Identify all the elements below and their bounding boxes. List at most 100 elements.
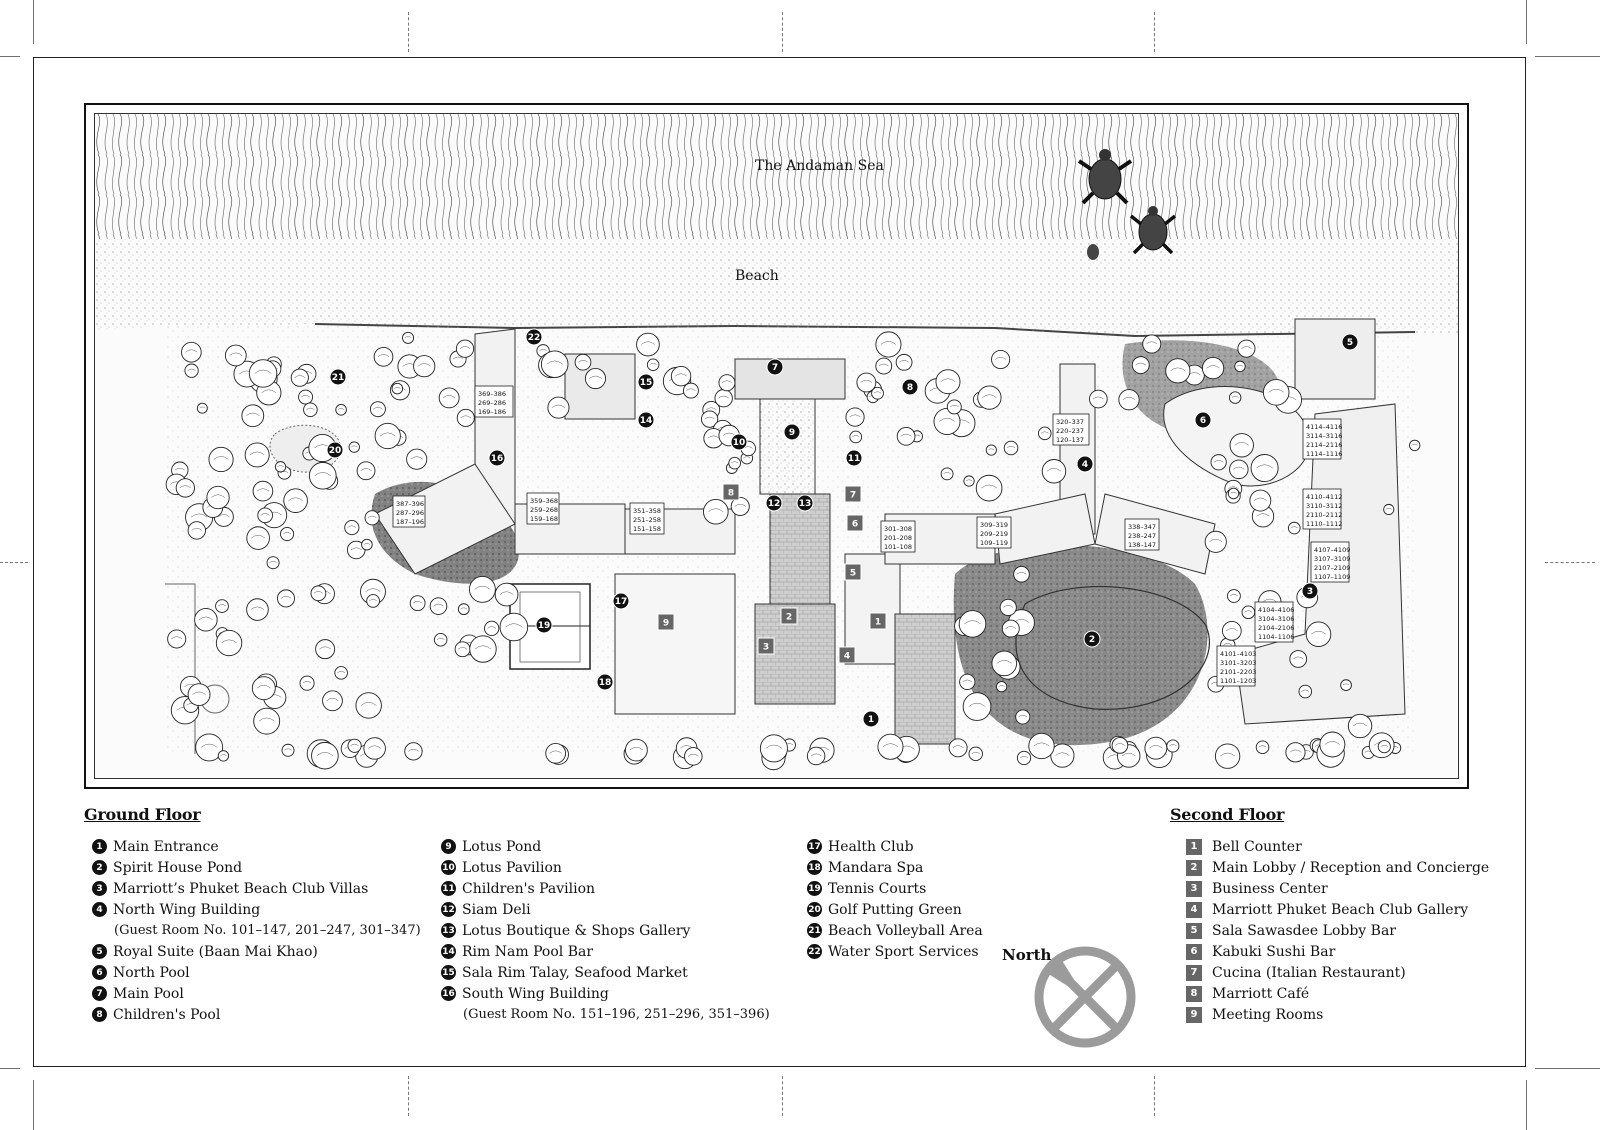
- ground-floor-marker: 2: [1083, 630, 1101, 648]
- tree-icon: [308, 461, 337, 490]
- second-floor-marker: 7: [844, 485, 862, 503]
- legend-item: 13 Lotus Boutique & Shops Gallery: [441, 920, 770, 941]
- room-numbers: 251–258: [633, 516, 661, 524]
- legend-item: (Guest Room No. 151–196, 251–296, 351–39…: [441, 1004, 770, 1025]
- legend-marker: 4: [1186, 901, 1202, 918]
- marker-number: 12: [768, 499, 781, 509]
- ground-floor-marker: 15: [637, 373, 655, 391]
- tree-icon: [875, 357, 893, 375]
- room-numbers: 138–147: [1128, 541, 1156, 549]
- tree-icon: [1041, 459, 1067, 484]
- legend-item: (Guest Room No. 101–147, 201–247, 301–34…: [92, 920, 421, 941]
- tree-icon: [1250, 454, 1279, 483]
- tree-icon: [413, 355, 436, 378]
- tree-icon: [636, 332, 660, 357]
- tree-icon: [366, 594, 380, 608]
- tree-icon: [935, 369, 961, 395]
- tree-icon: [1287, 521, 1301, 535]
- second-floor-marker: 8: [722, 483, 740, 501]
- tree-icon: [1013, 566, 1030, 583]
- tree-icon: [806, 746, 826, 766]
- tree-icon: [246, 526, 270, 550]
- tree-layer: [165, 331, 1421, 771]
- tree-icon: [625, 738, 648, 762]
- marker-number: 3: [763, 643, 769, 653]
- tree-icon: [1028, 732, 1055, 760]
- tree-icon: [456, 408, 475, 427]
- tree-icon: [391, 382, 404, 395]
- room-numbers: 2107–2109: [1314, 564, 1350, 572]
- legend-marker: 21: [807, 923, 822, 938]
- legend-marker: 12: [441, 902, 456, 917]
- tree-icon: [1038, 426, 1052, 441]
- tree-icon: [999, 598, 1017, 616]
- legend-marker: 8: [1186, 985, 1202, 1002]
- tree-icon: [187, 683, 211, 707]
- legend-label: Cucina (Italian Restaurant): [1212, 964, 1406, 981]
- room-numbers: 351–358: [633, 507, 661, 515]
- room-numbers: 2110–2112: [1306, 511, 1342, 519]
- tree-icon: [310, 585, 327, 602]
- legend-label: (Guest Room No. 101–147, 201–247, 301–34…: [114, 923, 421, 938]
- tree-icon: [303, 402, 318, 417]
- room-numbers: 3101–3203: [1220, 659, 1256, 667]
- tree-icon: [684, 747, 703, 766]
- marker-number: 6: [852, 520, 858, 530]
- room-numbers: 309–319: [980, 521, 1008, 529]
- legend-label: Lotus Boutique & Shops Gallery: [462, 922, 691, 939]
- ground-floor-marker: 4: [1076, 455, 1094, 473]
- second-floor-marker: 9: [657, 613, 675, 631]
- ground-floor-marker: 9: [783, 423, 801, 441]
- marker-number: 17: [615, 597, 628, 607]
- tree-icon: [849, 430, 863, 444]
- ground-floor-marker: 18: [596, 673, 614, 691]
- crop-mark: [0, 562, 28, 563]
- tree-icon: [1228, 391, 1242, 404]
- legend-label: Main Entrance: [113, 838, 219, 855]
- tree-icon: [1319, 731, 1346, 758]
- tree-icon: [1377, 740, 1391, 754]
- crop-mark: [1545, 562, 1595, 563]
- room-numbers: 1101–1203: [1220, 677, 1256, 685]
- ground-floor-marker: 7: [766, 358, 784, 376]
- legend-marker: 13: [441, 923, 456, 938]
- beach-area: [95, 239, 1458, 336]
- tree-icon: [1227, 487, 1240, 500]
- room-numbers: 159–168: [530, 515, 558, 523]
- marker-number: 7: [772, 363, 778, 373]
- tree-icon: [1241, 605, 1256, 620]
- legend-label: Spirit House Pond: [113, 859, 243, 876]
- tree-icon: [299, 675, 315, 691]
- north-label: North: [1002, 946, 1052, 964]
- tree-icon: [584, 367, 607, 390]
- legend-marker: 7: [92, 986, 107, 1001]
- legend-marker: 5: [1186, 922, 1202, 939]
- tree-icon: [175, 478, 195, 498]
- room-numbers: 101–108: [884, 543, 912, 551]
- tree-icon: [404, 742, 423, 761]
- tree-icon: [683, 382, 699, 399]
- marker-number: 11: [848, 454, 861, 464]
- room-numbers: 209–219: [980, 530, 1008, 538]
- crop-mark: [408, 1076, 409, 1116]
- tree-icon: [311, 741, 339, 770]
- tree-icon: [277, 589, 295, 608]
- tree-icon: [469, 635, 497, 663]
- marker-number: 10: [733, 438, 746, 448]
- legend-label: North Wing Building: [113, 901, 261, 918]
- ground-floor-marker: 13: [796, 494, 814, 512]
- marker-number: 2: [786, 613, 792, 623]
- legend-marker: 4: [92, 902, 107, 917]
- ground-floor-marker: 22: [525, 328, 543, 346]
- legend-label: Health Club: [828, 838, 914, 855]
